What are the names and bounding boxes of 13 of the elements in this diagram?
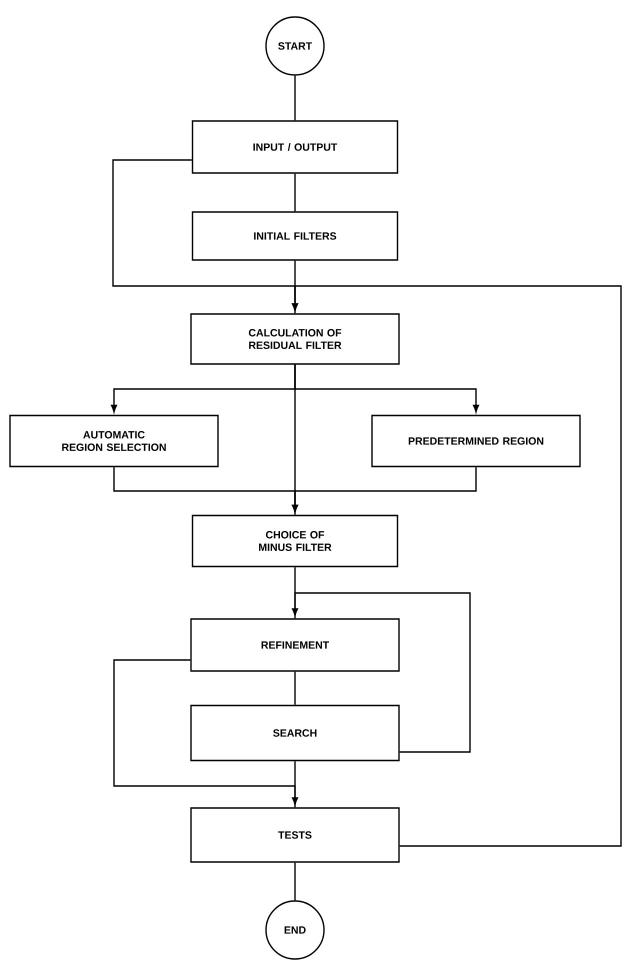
- process-box: SEARCH: [190, 704, 400, 762]
- process-box: TESTS: [190, 807, 400, 863]
- process-box: REFINEMENT: [190, 618, 400, 672]
- arrow: [292, 467, 477, 512]
- arrow: [292, 592, 471, 753]
- process-box: INITIAL FILTERS: [192, 211, 398, 261]
- process-box: CALCULATION OF RESIDUAL FILTER: [190, 313, 400, 365]
- arrow: [113, 659, 298, 805]
- arrow: [292, 285, 622, 847]
- process-box: AUTOMATIC REGION SELECTION: [9, 414, 219, 468]
- process-box: PREDETERMINED REGION: [371, 414, 581, 468]
- process-box: CHOICE OF MINUS FILTER: [192, 514, 398, 568]
- process-box: INPUT / OUTPUT: [192, 120, 398, 174]
